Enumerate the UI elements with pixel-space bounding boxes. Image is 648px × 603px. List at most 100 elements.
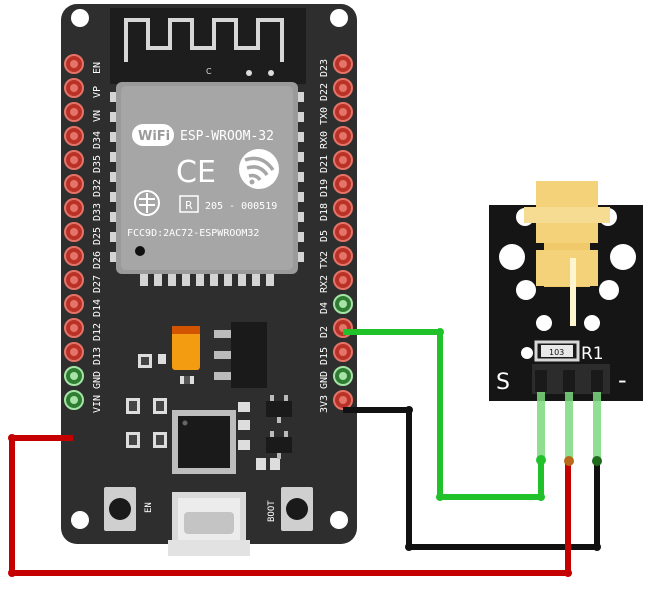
- voltage-regulator: [231, 322, 267, 388]
- pin-label: 3V3: [319, 395, 330, 413]
- module-pad: [154, 272, 162, 286]
- pin-label: D12: [92, 323, 103, 341]
- module-pad: [168, 272, 176, 286]
- module-pad: [110, 252, 119, 262]
- pin-label: D19: [319, 179, 330, 197]
- header-pin-hole: [70, 180, 78, 188]
- r1-label: R1: [581, 344, 604, 364]
- module-pad: [182, 272, 190, 286]
- cert-code: 205 - 000519: [205, 201, 277, 212]
- pin-label: D4: [319, 302, 330, 314]
- smd-components: [126, 354, 280, 470]
- module-hole: [516, 280, 536, 300]
- pin-label: TX2: [319, 251, 330, 269]
- svg-text:WiFi: WiFi: [138, 129, 170, 144]
- module-name: ESP-WROOM-32: [180, 129, 274, 144]
- header-pin-hole: [70, 60, 78, 68]
- pin-label: VN: [92, 110, 103, 122]
- tantalum-capacitor: [172, 326, 200, 370]
- antenna-via: [246, 70, 252, 76]
- module-pad: [295, 152, 304, 162]
- header-pin-hole: [70, 324, 78, 332]
- module-pad: [110, 132, 119, 142]
- module-pad: [110, 92, 119, 102]
- pin-label: D15: [319, 347, 330, 365]
- header-pin-hole: [339, 348, 347, 356]
- mounting-hole: [71, 9, 89, 27]
- wire-joint: [593, 543, 601, 551]
- header-pin-hole: [339, 108, 347, 116]
- header-pin-hole: [70, 396, 78, 404]
- pin-label: VP: [92, 86, 103, 98]
- header-pin-hole: [70, 132, 78, 140]
- wire-joint: [436, 328, 444, 336]
- wire-joint: [405, 543, 413, 551]
- en-button[interactable]: [104, 487, 136, 531]
- pcb-antenna-trace: [124, 18, 284, 62]
- header-pin-hole: [70, 300, 78, 308]
- header-pin-hole: [339, 180, 347, 188]
- r-mark: R: [185, 199, 193, 212]
- module-pad: [224, 272, 232, 286]
- pin-label: D14: [92, 299, 103, 317]
- fcc-id: FCC9D:2AC72-ESPWROOM32: [127, 228, 259, 239]
- wire-joint: [537, 493, 545, 501]
- module-pad: [110, 172, 119, 182]
- micro-usb-port[interactable]: [168, 492, 250, 556]
- regulator-leg: [214, 351, 231, 359]
- header-pin-hole: [339, 60, 347, 68]
- header-pin-hole: [339, 204, 347, 212]
- module-hole: [584, 315, 600, 331]
- antenna-via: [268, 70, 274, 76]
- module-pad: [295, 92, 304, 102]
- regulator-leg: [214, 372, 231, 380]
- pin-label: D26: [92, 251, 103, 269]
- pin-label: GND: [319, 371, 330, 389]
- pin-label: D33: [92, 203, 103, 221]
- usb-uart-chip: [172, 410, 236, 474]
- pin-label: GND: [92, 371, 103, 389]
- module-pad: [295, 132, 304, 142]
- left-header-pins: ENVPVND34D35D32D33D25D26D27D14D12D13GNDV…: [64, 54, 103, 413]
- certification-icon: [134, 190, 160, 216]
- header-pin-hole: [70, 348, 78, 356]
- pin-label: D5: [319, 230, 330, 242]
- module-pad: [110, 112, 119, 122]
- header-pin-hole: [70, 204, 78, 212]
- module-pad: [295, 252, 304, 262]
- header-pin-hole: [70, 84, 78, 92]
- regulator-leg: [214, 330, 231, 338]
- module-hole: [599, 280, 619, 300]
- module-pad: [295, 172, 304, 182]
- module-pad: [110, 192, 119, 202]
- module-pad: [295, 232, 304, 242]
- pin-label: D35: [92, 155, 103, 173]
- module-hole: [610, 244, 636, 270]
- header-pin-hole: [339, 276, 347, 284]
- boot-button-label: BOOT: [267, 500, 277, 522]
- transistor: [266, 431, 292, 459]
- header-pin-hole: [339, 84, 347, 92]
- laser-module: 103 R1 S -: [489, 181, 643, 401]
- wires: [8, 328, 601, 577]
- header-pin-hole: [339, 372, 347, 380]
- right-header-pins: D23D22TX0RX0D21D19D18D5TX2RX2D4D2D15GND3…: [319, 54, 353, 413]
- wire-joint: [564, 569, 572, 577]
- pin-label: D23: [319, 59, 330, 77]
- ground-wire: [343, 407, 600, 550]
- module-pads: [110, 92, 304, 286]
- module-pad: [110, 232, 119, 242]
- header-pin-hole: [70, 276, 78, 284]
- wire-joint: [405, 406, 413, 414]
- pin-label: D21: [319, 155, 330, 173]
- pin-label: VIN: [92, 395, 103, 413]
- module-pad: [295, 212, 304, 222]
- pin-label: TX0: [319, 107, 330, 125]
- module-pad: [266, 272, 274, 286]
- mounting-hole: [71, 511, 89, 529]
- module-pad: [238, 272, 246, 286]
- esp32-board: C WiFi ESP-WROOM-32 CE R 205: [61, 4, 357, 556]
- mounting-hole: [330, 511, 348, 529]
- boot-button[interactable]: [281, 487, 313, 531]
